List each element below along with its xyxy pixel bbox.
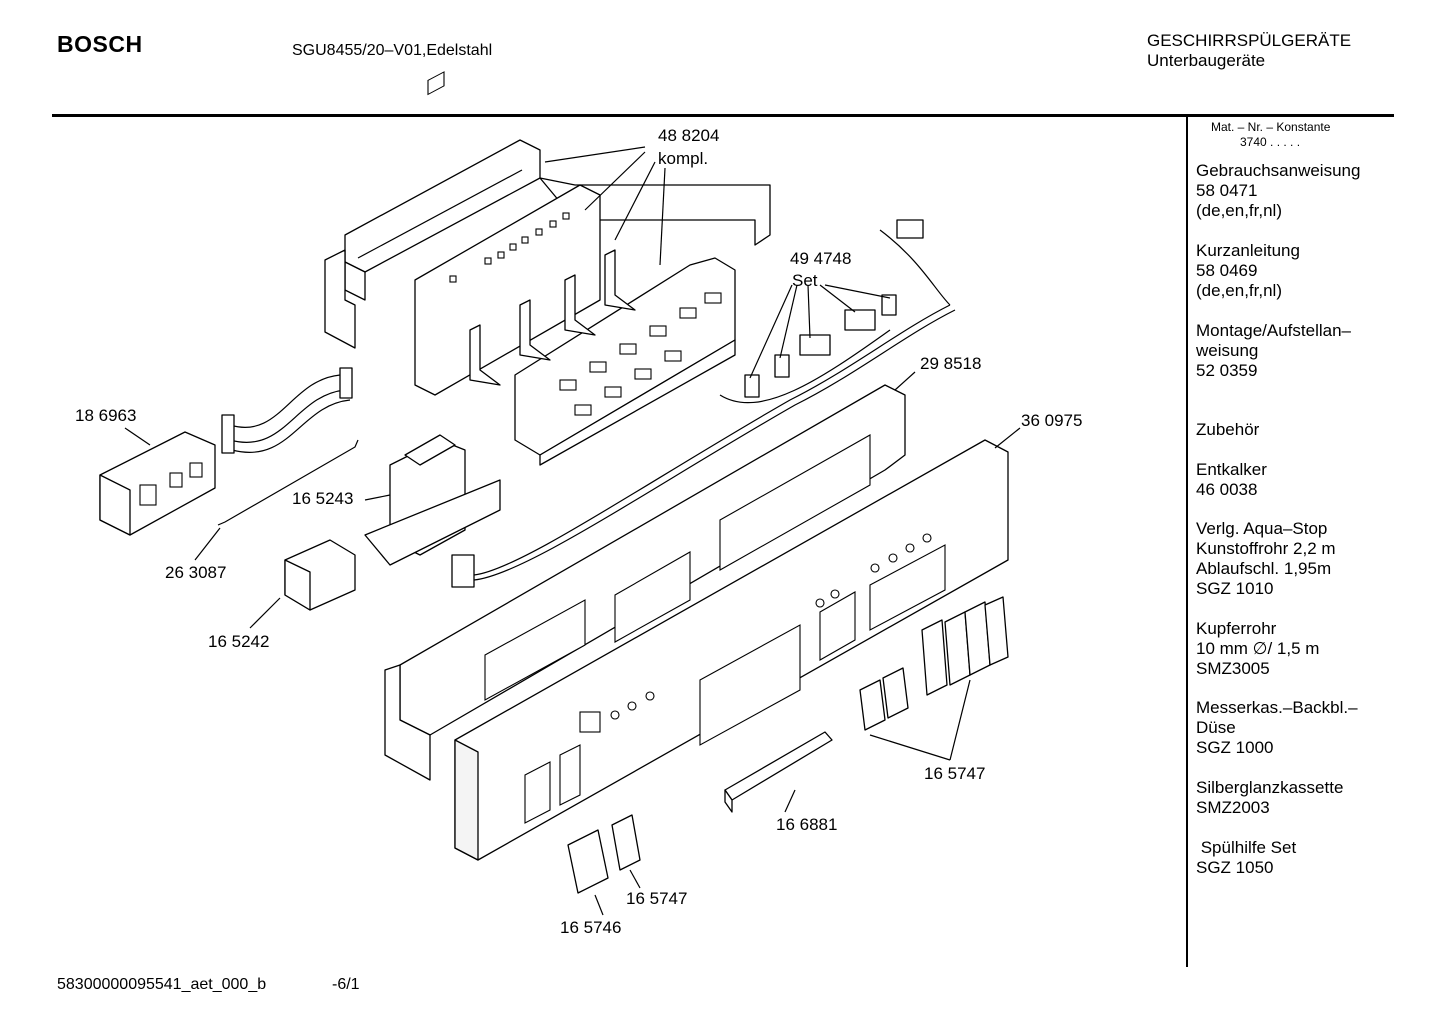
- sidebar-line: 52 0359: [1196, 361, 1258, 380]
- callout-263087: 26 3087: [165, 563, 226, 582]
- sidebar-item-quick-guide: Kurzanleitung 58 0469 (de,en,fr,nl): [1196, 241, 1300, 301]
- sidebar-line: Kurzanleitung: [1196, 241, 1300, 260]
- callout-494748-set: Set: [792, 271, 818, 290]
- page-number: -6/1: [332, 976, 360, 993]
- loose-buttons-part: [567, 814, 641, 894]
- ribbon-cable-part: [221, 367, 353, 454]
- callout-166881: 16 6881: [776, 815, 837, 834]
- front-panel-part: [454, 439, 1009, 861]
- sidebar-line: Kupferrohr: [1196, 619, 1277, 638]
- sidebar-line: (de,en,fr,nl): [1196, 201, 1282, 220]
- sidebar-item-silver-cassette: Silberglanzkassette SMZ2003: [1196, 778, 1343, 818]
- sidebar-line: 10 mm ∅/ 1,5 m: [1196, 639, 1320, 658]
- sidebar-line: Ablaufschl. 1,95m: [1196, 559, 1332, 578]
- callout-165747-bottom: 16 5747: [626, 889, 687, 908]
- sidebar-line: SMZ2003: [1196, 798, 1270, 817]
- connecting-rod-part: [217, 439, 359, 526]
- sidebar-line: SGZ 1050: [1196, 858, 1274, 877]
- display-module-part: [99, 431, 216, 536]
- callout-488204-kompl: kompl.: [658, 149, 708, 168]
- sidebar-line: 58 0471: [1196, 181, 1258, 200]
- sidebar-line: (de,en,fr,nl): [1196, 281, 1282, 300]
- sidebar-line: Kunstoffrohr 2,2 m: [1196, 539, 1336, 558]
- trim-strip-part: [724, 731, 833, 801]
- callout-165242: 16 5242: [208, 632, 269, 651]
- callout-298518: 29 8518: [920, 354, 981, 373]
- wiring-harness-cable: [473, 309, 956, 581]
- sidebar-line: Montage/Aufstellan–: [1196, 321, 1351, 340]
- callout-494748: 49 4748: [790, 249, 851, 268]
- callout-165243: 16 5243: [292, 489, 353, 508]
- sidebar-line: Verlg. Aqua–Stop: [1196, 519, 1328, 538]
- harness-connectors-part: [719, 219, 951, 404]
- sidebar-line: SGZ 1010: [1196, 579, 1274, 598]
- sidebar-line: SGZ 1000: [1196, 738, 1274, 757]
- button-set-part: [859, 596, 1009, 731]
- sidebar-item-copper-pipe: Kupferrohr 10 mm ∅/ 1,5 m SMZ3005: [1196, 619, 1319, 679]
- sidebar-line: Düse: [1196, 718, 1236, 737]
- sidebar-line: Zubehör: [1196, 420, 1260, 439]
- trim-strip-end: [724, 789, 733, 813]
- sidebar-line: Gebrauchsanweisung: [1196, 161, 1361, 180]
- sidebar-line: 46 0038: [1196, 480, 1258, 499]
- control-board-part: [414, 71, 601, 396]
- sidebar-line: 58 0469: [1196, 261, 1258, 280]
- callout-186963: 18 6963: [75, 406, 136, 425]
- callout-165747-right: 16 5747: [924, 764, 985, 783]
- category-subtitle: Unterbaugeräte: [1147, 51, 1266, 70]
- sidebar-item-nozzle: Messerkas.–Backbl.– Düse SGZ 1000: [1196, 698, 1358, 758]
- sidebar-item-manual: Gebrauchsanweisung 58 0471 (de,en,fr,nl): [1196, 161, 1360, 221]
- document-code: 58300000095541_aet_000_b: [57, 976, 267, 993]
- sidebar-line: SMZ3005: [1196, 659, 1270, 678]
- callout-165746: 16 5746: [560, 918, 621, 937]
- category-title: GESCHIRRSPÜLGERÄTE: [1147, 31, 1352, 50]
- electronic-module-frame: [469, 249, 736, 466]
- sidebar-line: Spülhilfe Set: [1196, 838, 1297, 857]
- callout-488204: 48 8204: [658, 126, 719, 145]
- brand-logo: BOSCH: [57, 31, 143, 57]
- sidebar-line: Messerkas.–Backbl.–: [1196, 698, 1358, 717]
- exploded-parts-diagram: 48 8204 kompl. 49 4748 Set 29 8518 36 09…: [75, 71, 1082, 937]
- sidebar-item-accessories: Zubehör: [1196, 420, 1259, 440]
- sidebar-line: weisung: [1196, 341, 1259, 360]
- inner-panel-frame-part: [384, 384, 906, 781]
- model-title: SGU8455/20–V01,Edelstahl: [292, 42, 493, 59]
- top-bracket-part: [324, 139, 771, 349]
- callout-360975: 36 0975: [1021, 411, 1082, 430]
- header-divider: [52, 114, 1394, 117]
- sidebar-item-aqua-stop: Verlg. Aqua–Stop Kunstoffrohr 2,2 m Abla…: [1196, 519, 1336, 599]
- sidebar-line: Entkalker: [1196, 460, 1267, 479]
- material-number-constant: 3740 . . . . .: [1240, 135, 1301, 149]
- material-number-label: Mat. – Nr. – Konstante: [1211, 120, 1331, 134]
- sidebar-item-installation: Montage/Aufstellan– weisung 52 0359: [1196, 321, 1351, 381]
- sidebar-item-rinse-aid: Spülhilfe Set SGZ 1050: [1196, 838, 1296, 878]
- callout-leader-lines: [124, 146, 1021, 916]
- sidebar-item-descaler: Entkalker 46 0038: [1196, 460, 1267, 500]
- sidebar-line: Silberglanzkassette: [1196, 778, 1344, 797]
- wiring-harness-cable: [473, 304, 951, 576]
- sidebar-divider: [1186, 115, 1188, 967]
- switch-part: [284, 539, 356, 611]
- switch-bracket-part: [364, 434, 501, 566]
- cable-connector-part: [451, 554, 475, 588]
